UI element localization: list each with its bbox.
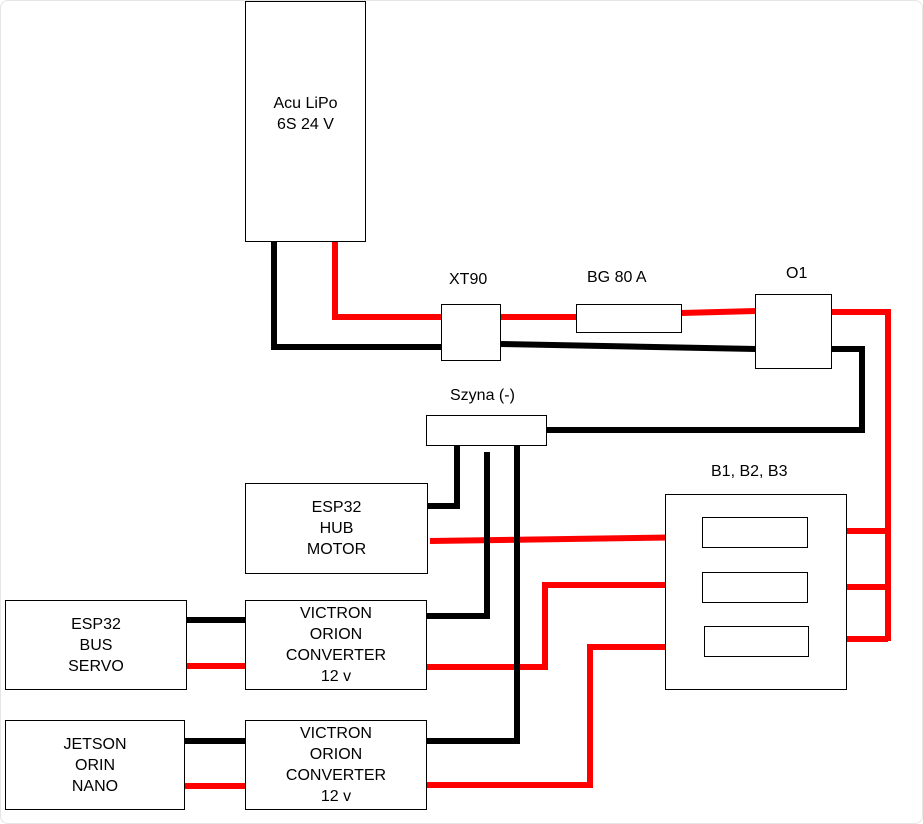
esp32-bus-servo-block: ESP32 BUS SERVO [5, 600, 187, 690]
bus-negative-bar [426, 415, 547, 446]
wire-bus-to-victron-2 [426, 445, 520, 744]
wire-battery-positive [332, 242, 442, 320]
wire-xt90-to-o1-negative [499, 341, 757, 352]
wire-b2-to-victron-1 [426, 582, 703, 670]
fuse-b2 [702, 572, 808, 603]
wire-o1-to-bus-negative [546, 346, 865, 433]
fuse-b1 [702, 517, 808, 548]
jetson-orin-nano-block: JETSON ORIN NANO [5, 720, 185, 810]
xt90-label: XT90 [449, 271, 488, 288]
o1-switch [755, 294, 832, 369]
esp32-hub-motor-block: ESP32 HUB MOTOR [245, 483, 428, 574]
xt90-connector [441, 304, 501, 361]
bus-negative-label: Szyna (-) [450, 387, 515, 404]
wire-b3-to-victron-2 [426, 644, 705, 788]
wire-battery-negative [271, 242, 442, 350]
o1-label: O1 [786, 265, 808, 282]
fuse-box-label: B1, B2, B3 [711, 463, 788, 480]
wire-bus-to-hub-motor [428, 445, 460, 509]
wire-bg-to-o1 [680, 308, 757, 316]
fuse-b3 [704, 626, 809, 657]
wire-b1-to-hub-motor [429, 534, 704, 544]
battery-block: Acu LiPo 6S 24 V [245, 1, 366, 242]
bg80a-label: BG 80 A [587, 269, 647, 286]
victron-converter-2: VICTRON ORION CONVERTER 12 v [245, 720, 427, 810]
bg80a-fuse [576, 304, 682, 333]
wire-bus-to-victron-1 [426, 452, 490, 619]
victron-converter-1: VICTRON ORION CONVERTER 12 v [245, 600, 427, 690]
